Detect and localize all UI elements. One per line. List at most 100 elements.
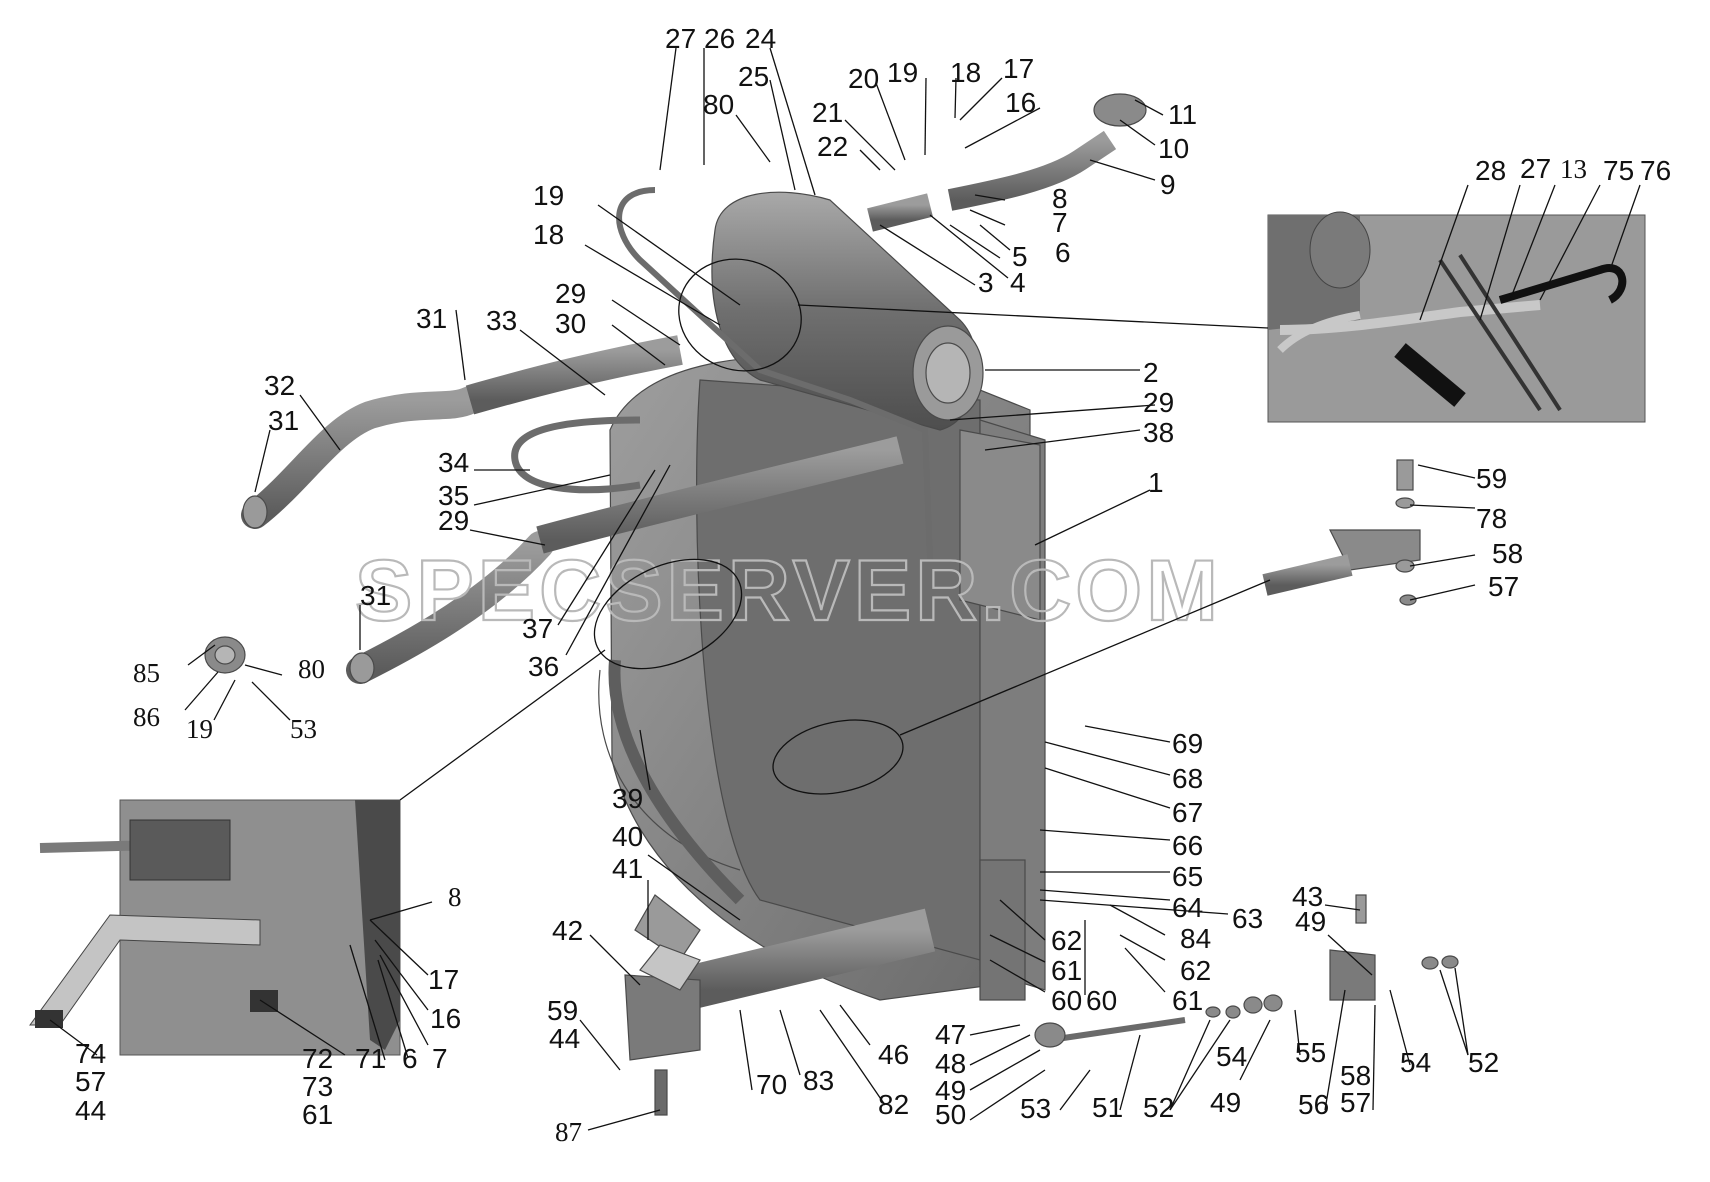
callout-24: 24 xyxy=(745,23,776,54)
callout-27b: 27 xyxy=(1520,153,1551,184)
callout-19c: 19 xyxy=(186,714,213,744)
callout-49b: 49 xyxy=(1210,1087,1241,1118)
callout-62b: 62 xyxy=(1180,955,1211,986)
detail-inset-bottom-left xyxy=(29,799,401,1056)
callout-80b: 80 xyxy=(298,654,325,684)
watermark-text: SPECSERVER.COM xyxy=(355,543,1222,639)
callout-80: 80 xyxy=(703,89,734,120)
callout-32: 32 xyxy=(264,370,295,401)
callout-35: 35 xyxy=(438,480,469,511)
callout-76: 76 xyxy=(1640,155,1671,186)
callout-62a: 62 xyxy=(1051,925,1082,956)
callout-16: 16 xyxy=(1005,87,1036,118)
callout-71: 71 xyxy=(355,1043,386,1074)
callout-63: 63 xyxy=(1232,903,1263,934)
callout-54a: 54 xyxy=(1216,1041,1247,1072)
callout-49a: 49 xyxy=(935,1075,966,1106)
callout-6: 6 xyxy=(1055,237,1071,268)
callout-53a: 53 xyxy=(290,714,317,744)
callout-40: 40 xyxy=(612,821,643,852)
callout-3: 3 xyxy=(978,267,994,298)
callout-47: 47 xyxy=(935,1019,966,1050)
callout-21: 21 xyxy=(812,97,843,128)
callout-19: 19 xyxy=(887,57,918,88)
callout-43: 43 xyxy=(1292,881,1323,912)
callout-46: 46 xyxy=(878,1039,909,1070)
callout-16b: 16 xyxy=(430,1003,461,1034)
callout-61a: 61 xyxy=(1051,955,1082,986)
callout-61c: 61 xyxy=(302,1099,333,1130)
gasket-41 xyxy=(639,944,701,991)
callout-84: 84 xyxy=(1180,923,1211,954)
upper-hose-32 xyxy=(241,386,484,529)
callout-68: 68 xyxy=(1172,763,1203,794)
callout-18b: 18 xyxy=(533,219,564,250)
callout-17b: 17 xyxy=(428,964,459,995)
callout-49c: 49 xyxy=(1295,906,1326,937)
callout-9: 9 xyxy=(1160,169,1176,200)
callout-70: 70 xyxy=(756,1069,787,1100)
callout-51: 51 xyxy=(1092,1092,1123,1123)
callout-50: 50 xyxy=(935,1099,966,1130)
callout-52a: 52 xyxy=(1143,1092,1174,1123)
callout-61b: 61 xyxy=(1172,985,1203,1016)
callout-75: 75 xyxy=(1603,155,1634,186)
callout-19b: 19 xyxy=(533,180,564,211)
lower-hose-assembly xyxy=(624,894,936,1116)
callout-72: 72 xyxy=(302,1043,333,1074)
leader-lines xyxy=(49,47,1641,1131)
callout-38: 38 xyxy=(1143,417,1174,448)
callout-56: 56 xyxy=(1298,1089,1329,1120)
callout-27: 27 xyxy=(665,23,696,54)
callout-10: 10 xyxy=(1158,133,1189,164)
callout-60a: 60 xyxy=(1051,985,1082,1016)
callout-29b: 29 xyxy=(1143,387,1174,418)
callout-22: 22 xyxy=(817,131,848,162)
callout-30: 30 xyxy=(555,308,586,339)
callout-34: 34 xyxy=(438,447,469,478)
callout-11: 11 xyxy=(1168,99,1197,130)
callout-86: 86 xyxy=(133,702,160,732)
detail-ellipses xyxy=(399,258,1271,801)
callout-6b: 6 xyxy=(402,1043,418,1074)
callout-1: 1 xyxy=(1148,467,1164,498)
callout-87: 87 xyxy=(555,1117,582,1147)
callout-65: 65 xyxy=(1172,861,1203,892)
callout-58a: 58 xyxy=(1492,538,1523,569)
callout-64: 64 xyxy=(1172,892,1203,923)
vent-tube-34 xyxy=(511,187,933,561)
callout-7b: 7 xyxy=(432,1043,448,1074)
callout-59b: 59 xyxy=(547,995,578,1026)
callout-67: 67 xyxy=(1172,797,1203,828)
callout-28: 28 xyxy=(1475,155,1506,186)
callout-29c: 29 xyxy=(438,505,469,536)
callout-17: 17 xyxy=(1003,53,1034,84)
callout-57a: 57 xyxy=(1488,571,1519,602)
callout-54b: 54 xyxy=(1400,1047,1431,1078)
callout-37: 37 xyxy=(522,613,553,644)
callout-41: 41 xyxy=(612,853,643,884)
callout-25: 25 xyxy=(738,61,769,92)
callout-53b: 53 xyxy=(1020,1093,1051,1124)
callout-20: 20 xyxy=(848,63,879,94)
callout-59a: 59 xyxy=(1476,463,1507,494)
callout-44b: 44 xyxy=(75,1095,106,1126)
callout-74: 74 xyxy=(75,1038,106,1069)
callout-82: 82 xyxy=(878,1089,909,1120)
callout-4: 4 xyxy=(1010,267,1026,298)
detail-inset-top-right xyxy=(1267,211,1646,423)
callout-78: 78 xyxy=(1476,503,1507,534)
callout-85: 85 xyxy=(133,658,160,688)
callout-73: 73 xyxy=(302,1071,333,1102)
callout-69: 69 xyxy=(1172,728,1203,759)
callout-31a: 31 xyxy=(416,303,447,334)
callout-57c: 57 xyxy=(75,1066,106,1097)
callout-48: 48 xyxy=(935,1048,966,1079)
callout-26: 26 xyxy=(704,23,735,54)
callout-18: 18 xyxy=(950,57,981,88)
callout-60b: 60 xyxy=(1086,985,1117,1016)
callout-66: 66 xyxy=(1172,830,1203,861)
callout-7: 7 xyxy=(1052,207,1068,238)
callout-33: 33 xyxy=(486,305,517,336)
